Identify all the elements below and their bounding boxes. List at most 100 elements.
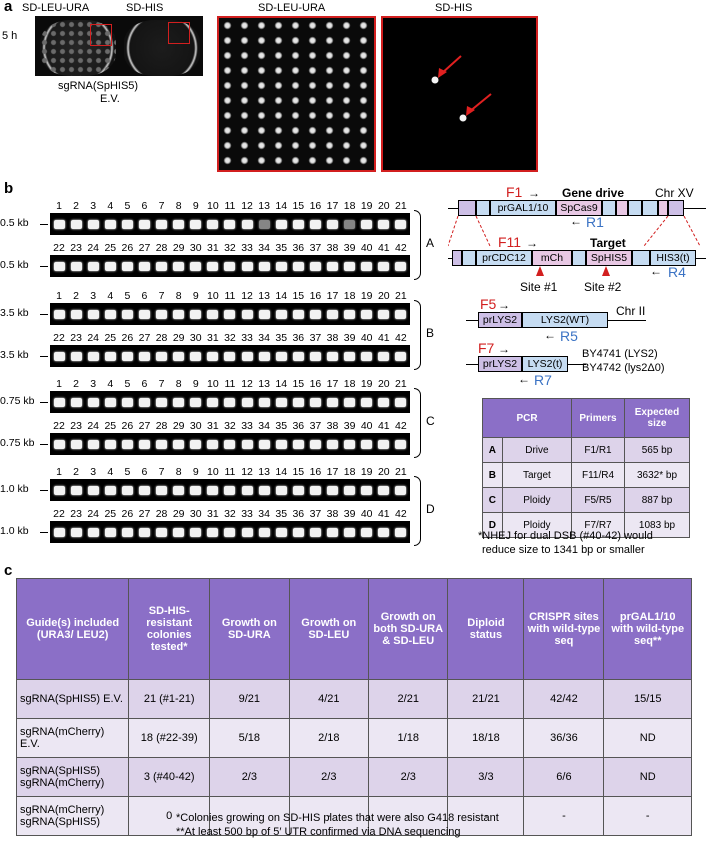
primer-r4-label: R4 <box>668 264 686 280</box>
gel-band <box>360 262 372 271</box>
lane-number: 2 <box>73 290 80 302</box>
gel-band <box>173 262 185 271</box>
gel-band <box>224 262 236 271</box>
lane-number: 16 <box>309 290 322 302</box>
gel-strip-d <box>50 521 410 543</box>
lane-number: 39 <box>343 242 356 254</box>
lane-number: 37 <box>309 420 322 432</box>
lane-number: 15 <box>292 466 305 478</box>
lane-number: 13 <box>258 200 270 212</box>
lane-number: 10 <box>207 378 219 390</box>
lane-number: 37 <box>309 332 322 344</box>
gel-band <box>190 440 202 449</box>
pcr-cell: 3632* bp <box>624 462 690 488</box>
gel-band <box>241 398 253 407</box>
gel-band <box>241 262 253 271</box>
lane-number: 13 <box>258 378 270 390</box>
lane-number: 29 <box>172 242 185 254</box>
results-header-cell: SD-HIS-resistant colonies tested* <box>128 578 211 680</box>
results-cell: - <box>603 796 692 836</box>
pcr-cell: 887 bp <box>624 487 690 513</box>
lane-number: 20 <box>377 290 390 302</box>
lane-number: 17 <box>326 200 339 212</box>
gel-band <box>292 352 304 361</box>
prcdc12-box: prCDC12 <box>476 250 532 266</box>
his3t-box: HIS3(t) <box>650 250 696 266</box>
plate-label-his: SD-HIS <box>126 2 164 14</box>
size-marker-label: 0.75 kb <box>0 395 35 407</box>
lane-number: 2 <box>73 200 80 212</box>
lane-number: 1 <box>56 378 62 390</box>
lane-number: 20 <box>377 200 390 212</box>
gel-band <box>156 528 168 537</box>
results-table: Guide(s) included (URA3/ LEU2)SD-HIS-res… <box>15 578 692 836</box>
results-cell: - <box>288 796 370 836</box>
gel-band <box>139 398 151 407</box>
gel-band <box>156 352 168 361</box>
lane-number: 20 <box>377 466 390 478</box>
gel-band <box>326 352 338 361</box>
gel-band <box>275 310 287 319</box>
lane-number: 38 <box>326 508 339 520</box>
results-cell: sgRNA(mCherry) E.V. <box>15 718 130 758</box>
results-cell: 0 <box>128 796 211 836</box>
lane-number: 4 <box>107 290 114 302</box>
gel-band <box>292 440 304 449</box>
gel-band <box>122 310 134 319</box>
gel-band <box>275 220 287 229</box>
gel-band <box>326 398 338 407</box>
results-cell: - <box>523 796 605 836</box>
zoom-title-his: SD-HIS <box>435 2 473 14</box>
gel-band <box>71 486 83 495</box>
results-cell: sgRNA(SpHIS5) E.V. <box>15 679 130 719</box>
drive-flank-right <box>668 200 684 216</box>
gel-band <box>156 440 168 449</box>
lane-number: 6 <box>141 290 148 302</box>
target-part-3 <box>632 250 650 266</box>
gel-group-letter: D <box>426 502 435 516</box>
lane-number: 42 <box>395 242 407 254</box>
results-cell: 18 (#22-39) <box>128 718 211 758</box>
lane-number: 35 <box>275 242 288 254</box>
pcr-cell: F1/R1 <box>571 437 625 463</box>
panel-a-letter: a <box>4 0 13 15</box>
gel-band <box>309 310 321 319</box>
results-cell: sgRNA(mCherry) sgRNA(SpHIS5) <box>15 796 130 836</box>
gel-band <box>394 262 406 271</box>
lane-number: 30 <box>189 242 202 254</box>
gel-band <box>207 352 219 361</box>
gel-band <box>105 440 117 449</box>
lane-number: 12 <box>241 290 253 302</box>
gel-band <box>292 486 304 495</box>
primer-r4-arrow: ← <box>650 264 662 278</box>
lane-number: 41 <box>377 508 390 520</box>
lane-number: 18 <box>343 466 356 478</box>
gel-band <box>241 220 253 229</box>
gel-band <box>207 310 219 319</box>
lane-number: 14 <box>275 200 288 212</box>
band-row <box>54 310 406 319</box>
gel-band <box>377 352 389 361</box>
lane-number: 9 <box>192 290 199 302</box>
size-marker-tick <box>40 532 48 533</box>
results-cell: 6/6 <box>523 757 605 797</box>
lane-number: 19 <box>360 200 373 212</box>
gel-band <box>173 486 185 495</box>
gel-band <box>275 440 287 449</box>
lane-number: 39 <box>343 332 356 344</box>
results-header-cell: CRISPR sites with wild-type seq <box>523 578 605 680</box>
lane-number: 24 <box>87 332 100 344</box>
lane-number: 1 <box>56 290 62 302</box>
gel-band <box>190 220 202 229</box>
lane-number: 14 <box>275 378 288 390</box>
gel-band <box>224 398 236 407</box>
results-cell: 2/3 <box>209 757 290 797</box>
lane-number: 33 <box>241 508 253 520</box>
lane-number: 2 <box>73 466 80 478</box>
strain2-label: BY4742 (lys2Δ0) <box>582 362 665 374</box>
drive-part-6 <box>658 200 668 216</box>
gel-band <box>343 440 355 449</box>
